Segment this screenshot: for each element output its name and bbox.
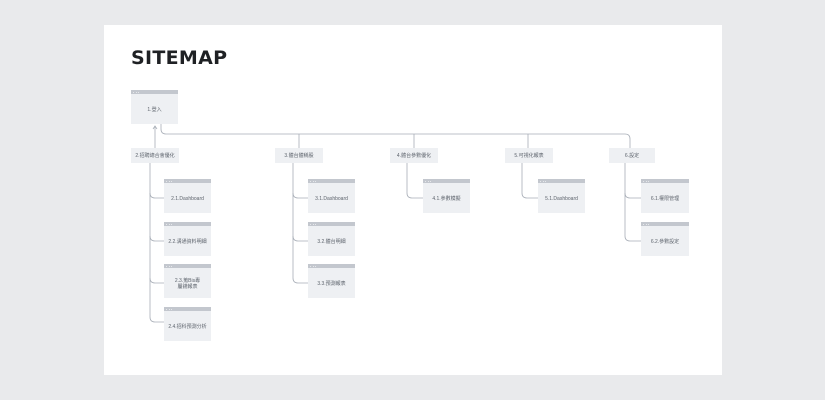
- page-node[interactable]: 3.3.預測報表: [308, 264, 355, 298]
- node-header-bar: [164, 179, 211, 183]
- page-title: SITEMAP: [131, 47, 228, 69]
- section-node-2[interactable]: 3.體台體稱股: [275, 148, 323, 163]
- page-node[interactable]: 3.1.Dashboard: [308, 179, 355, 213]
- section-label: 3.體台體稱股: [284, 152, 314, 159]
- node-header-bar: [641, 179, 689, 183]
- node-label: 6.1.權限管理: [650, 196, 680, 202]
- node-label: 3.2.體台明細: [317, 239, 346, 245]
- section-label: 6.設定: [624, 152, 640, 159]
- section-node-1[interactable]: 2.招聘總合會優化: [131, 148, 179, 163]
- section-label: 5.可視化報表: [514, 152, 544, 159]
- node-label: 2.1.Dashboard: [171, 196, 204, 202]
- section-node-5[interactable]: 6.設定: [609, 148, 655, 163]
- node-header-bar: [308, 179, 355, 183]
- page-node[interactable]: 5.1.Dashboard: [538, 179, 585, 213]
- page-node[interactable]: 3.2.體台明細: [308, 222, 355, 256]
- page-node[interactable]: 2.3.蒐Bis專屬錢報表: [164, 264, 211, 298]
- section-node-4[interactable]: 5.可視化報表: [505, 148, 553, 163]
- node-label: 6.2.參數設定: [650, 239, 680, 245]
- section-label: 2.招聘總合會優化: [135, 152, 175, 159]
- node-header-bar: [308, 222, 355, 226]
- node-header-bar: [164, 307, 211, 311]
- page-node[interactable]: 6.1.權限管理: [641, 179, 689, 213]
- node-label: 2.3.蒐Bis專屬錢報表: [174, 278, 201, 290]
- node-label: 5.1.Dashboard: [545, 196, 578, 202]
- section-label: 4.體台參數優化: [396, 152, 432, 159]
- node-header-bar: [164, 222, 211, 226]
- node-header-bar: [308, 264, 355, 268]
- section-node-3[interactable]: 4.體台參數優化: [390, 148, 438, 163]
- node-label: 4.1.參數模擬: [432, 196, 461, 202]
- node-header-bar: [131, 90, 178, 94]
- node-label: 1.登入: [147, 107, 162, 113]
- node-header-bar: [423, 179, 470, 183]
- node-label: 3.1.Dashboard: [315, 196, 348, 202]
- connector-lines: [149, 123, 641, 323]
- node-header-bar: [641, 222, 689, 226]
- node-header-bar: [164, 264, 211, 268]
- node-label: 2.4.招科預測分析: [168, 324, 207, 330]
- node-label: 2.2.溝通資料明細: [168, 239, 207, 245]
- page-node[interactable]: 2.2.溝通資料明細: [164, 222, 211, 256]
- page-node[interactable]: 2.4.招科預測分析: [164, 307, 211, 341]
- root-node-login[interactable]: 1.登入: [131, 90, 178, 124]
- sitemap-canvas: SITEMAP 1.登入 2.招聘總合會優化 3.體台體稱股: [104, 25, 722, 375]
- page-node[interactable]: 6.2.參數設定: [641, 222, 689, 256]
- node-header-bar: [538, 179, 585, 183]
- node-label: 3.3.預測報表: [317, 281, 346, 287]
- page-node[interactable]: 2.1.Dashboard: [164, 179, 211, 213]
- page-node[interactable]: 4.1.參數模擬: [423, 179, 470, 213]
